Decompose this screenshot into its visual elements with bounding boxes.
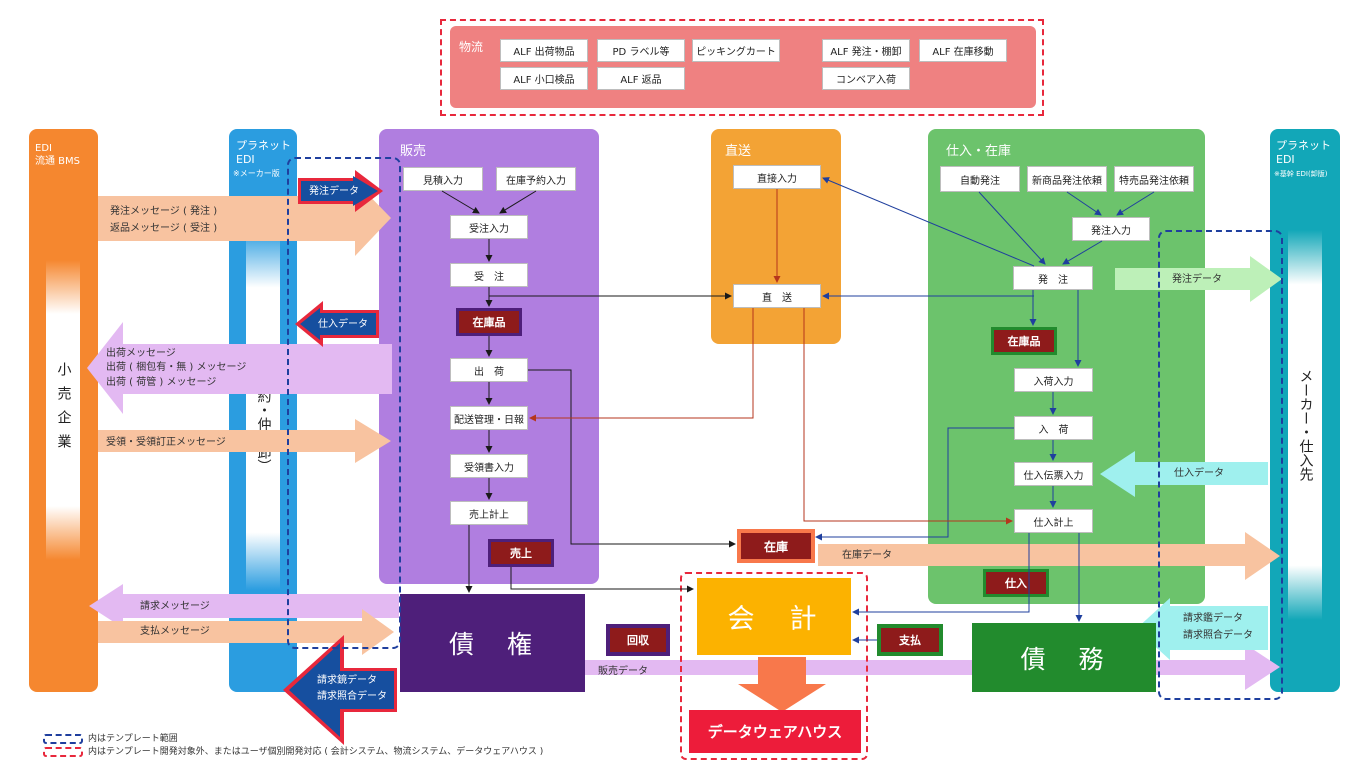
order-entry-box: 受注入力 — [450, 215, 528, 239]
po-data-out-label: 発注データ — [1172, 274, 1222, 285]
receivable-block: 債 権 — [400, 594, 585, 692]
arrow-inventory-data — [818, 532, 1280, 580]
arrow-receipt-msg — [98, 419, 391, 463]
estimate-box: 見積入力 — [403, 167, 483, 191]
invoice-data-out-label-1: 請求鏡データ — [317, 675, 377, 686]
arrow-ship-msgs — [87, 322, 392, 414]
sales-post-box: 売上計上 — [450, 501, 528, 525]
maker-label-text: メーカー・仕入先 — [1297, 369, 1314, 481]
ship-msg-label-2: 出荷 ( 梱包有・無 ) メッセージ — [106, 362, 247, 373]
template-region-right — [1158, 230, 1283, 700]
receivable-label: 債 権 — [448, 630, 536, 659]
logistics-title: 物流 — [459, 40, 484, 54]
logistics-item: コンベア入荷 — [822, 67, 910, 90]
delivery-box: 配送管理・日報 — [450, 406, 528, 430]
logistics-item: ALF 小口検品 — [500, 67, 588, 90]
arrow-payment-msg — [98, 609, 394, 655]
arrow-invoice-msg — [89, 584, 399, 628]
direct-box: 直 送 — [733, 284, 821, 308]
legend-template-text: 内はテンプレート範囲 — [88, 734, 178, 744]
logistics-item: ALF 在庫移動 — [919, 39, 1007, 62]
planet-right-title: プラネット — [1276, 139, 1331, 152]
logistics-item: ALF 発注・棚卸 — [822, 39, 910, 62]
po-box: 発 注 — [1013, 266, 1093, 290]
invoice-data-in-label-1: 請求鑑データ — [1183, 613, 1243, 624]
sales-stock-tag: 在庫品 — [459, 311, 519, 333]
purchase-post-box: 仕入計上 — [1014, 509, 1093, 533]
planet-left-note: ※メーカー版 — [233, 169, 280, 178]
maker-label: メーカー・仕入先 — [1288, 230, 1322, 620]
logistics-item: ピッキングカート — [692, 39, 780, 62]
legend-template-swatch — [43, 734, 83, 744]
arrow-po-data-out — [1115, 256, 1282, 302]
dwh-label: データウェアハウス — [707, 723, 843, 741]
retail-label-text: 小売企業 — [55, 362, 72, 458]
collect-tag: 回収 — [610, 628, 666, 652]
logistics-outline — [440, 19, 1044, 116]
arrival-box: 入 荷 — [1014, 416, 1093, 440]
planet-left-title: プラネット — [236, 139, 291, 152]
new-item-box: 新商品発注依頼 — [1027, 166, 1107, 192]
arrow-to-dwh — [738, 657, 826, 712]
ship-box: 出 荷 — [450, 358, 528, 382]
payable-block: 債 務 — [972, 623, 1156, 692]
purchase-title: 仕入・在庫 — [946, 144, 1012, 159]
legend-other-text: 内はテンプレート開発対象外、またはユーザ個別開発対応 ( 会計システム、物流シス… — [88, 747, 544, 757]
arrow-invoice-data-in — [1136, 598, 1268, 660]
receipt-msg-label: 受領・受領訂正メッセージ — [106, 437, 226, 448]
purchase-data-in-label: 仕入データ — [1174, 468, 1224, 479]
auto-order-box: 自動発注 — [940, 166, 1020, 192]
planet-left-subtitle: EDI — [236, 153, 255, 166]
po-data-in-label: 発注データ — [309, 186, 359, 197]
logistics-item: PD ラベル等 — [597, 39, 685, 62]
logistics-item: ALF 出荷物品 — [500, 39, 588, 62]
po-msg-label-2: 返品メッセージ ( 受注 ) — [110, 223, 218, 234]
ship-msg-label-1: 出荷メッセージ — [106, 348, 176, 359]
template-region-left — [287, 157, 401, 649]
direct-title: 直送 — [725, 144, 752, 159]
accounting-block: 会 計 — [697, 578, 851, 655]
arrival-entry-box: 入荷入力 — [1014, 368, 1093, 392]
arrow-sales-data — [585, 644, 1280, 690]
sales-data-label: 販売データ — [598, 666, 648, 677]
payment-msg-label: 支払メッセージ — [140, 626, 210, 637]
direct-column — [711, 129, 841, 344]
ship-msg-label-3: 出荷 ( 荷管 ) メッセージ — [106, 377, 217, 388]
uriage-tag: 売上 — [491, 542, 551, 564]
shiire-tag: 仕入 — [986, 572, 1046, 594]
zaiko-tag: 在庫 — [741, 533, 811, 559]
arrow-purchase-data-in — [1100, 451, 1268, 497]
accounting-outline — [680, 572, 868, 760]
legend-other-swatch — [43, 747, 83, 757]
invoice-data-in-label-2: 請求照合データ — [1183, 630, 1253, 641]
receipt-box: 受領書入力 — [450, 454, 528, 478]
edi-bms-title: EDI — [35, 143, 52, 154]
invoice-msg-label: 請求メッセージ — [140, 601, 210, 612]
planet-right-note: ※基幹 EDI(卸版) — [1274, 170, 1328, 178]
retail-label: 小売企業 — [46, 260, 80, 560]
invoice-data-out-label-2: 請求照合データ — [317, 691, 387, 702]
special-box: 特売品発注依頼 — [1114, 166, 1194, 192]
accounting-label: 会 計 — [727, 604, 821, 635]
edi-bms-subtitle: 流通 BMS — [35, 156, 81, 167]
purchase-stock-tag: 在庫品 — [994, 330, 1054, 352]
order-box: 受 注 — [450, 263, 528, 287]
dwh-block: データウェアハウス — [689, 710, 861, 753]
slip-box: 仕入伝票入力 — [1014, 462, 1093, 486]
sales-title: 販売 — [400, 144, 427, 159]
reserve-box: 在庫予約入力 — [496, 167, 576, 191]
po-msg-label-1: 発注メッセージ ( 発注 ) — [110, 206, 218, 217]
logistics-item: ALF 返品 — [597, 67, 685, 90]
payable-label: 債 務 — [1020, 644, 1108, 674]
inventory-data-label: 在庫データ — [842, 550, 892, 561]
po-entry-box: 発注入力 — [1072, 217, 1150, 241]
payment-tag: 支払 — [881, 628, 939, 652]
planet-right-subtitle: EDI — [1276, 153, 1295, 166]
direct-entry-box: 直接入力 — [733, 165, 821, 189]
purchase-data-out-label: 仕入データ — [318, 319, 368, 330]
